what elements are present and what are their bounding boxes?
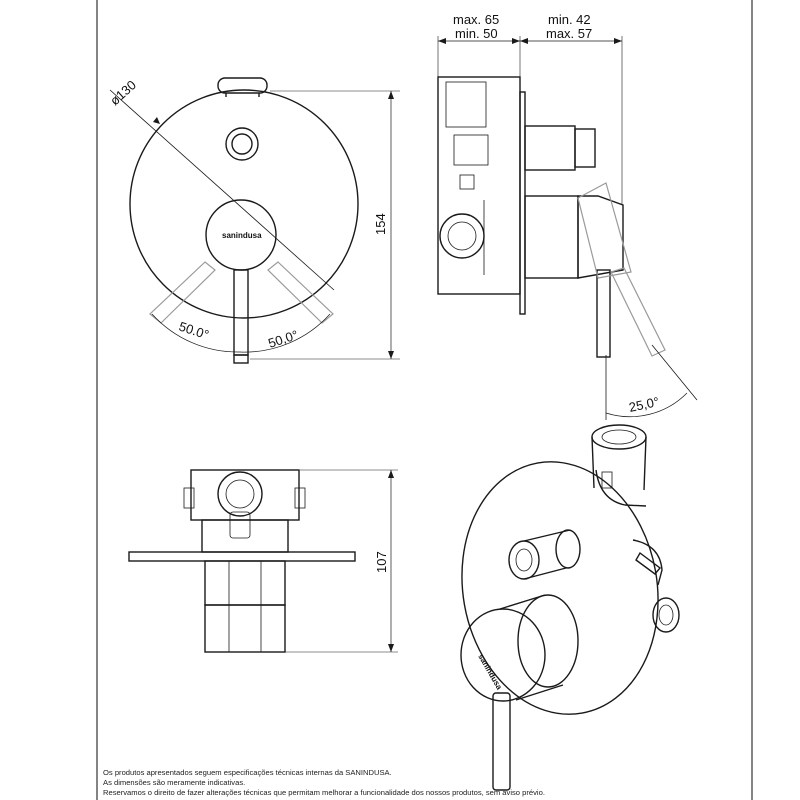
bottom-view	[128, 469, 398, 653]
dim107-arrow-top	[388, 470, 394, 478]
persp-diverter-back	[555, 529, 581, 569]
persp-top-inlet-rim	[591, 424, 647, 450]
front-lever-tip	[233, 354, 249, 364]
diameter-leader-line	[109, 89, 335, 291]
side-small-port	[459, 174, 475, 190]
persp-handle-sides	[499, 594, 564, 701]
side-diverter-body	[524, 125, 576, 171]
disclaimer-line: Reservamos o direito de fazer alterações…	[103, 788, 545, 797]
perspective-view	[460, 424, 680, 791]
persp-rosette	[461, 461, 659, 715]
side-wall-plate	[519, 91, 526, 315]
front-diverter-button-inner	[231, 133, 253, 155]
diameter-label: ø130	[107, 77, 139, 108]
front-brand-logo: sanindusa	[222, 231, 262, 240]
persp-diverter-front	[508, 540, 540, 580]
persp-side-pipe	[632, 539, 663, 586]
side-lever-ghost	[610, 267, 666, 357]
angle-arc-left	[151, 313, 241, 353]
side-lever	[596, 269, 611, 358]
front-lever-ghost-right	[267, 261, 334, 324]
angle-left-label: 50.0°	[177, 319, 211, 343]
lever-angle-label: 25,0°	[628, 394, 661, 415]
persp-top-inlet-walls	[591, 436, 647, 491]
side-handle-body	[524, 195, 579, 279]
side-body	[437, 76, 521, 295]
depth-min-label: min. 50	[455, 26, 498, 41]
bottom-body-mid	[201, 519, 289, 553]
dim154-arrow-bottom	[388, 351, 394, 359]
bottom-inlet-inner	[225, 479, 255, 509]
disclaimer-text: Os produtos apresentados seguem especifi…	[103, 768, 783, 798]
height-front-label: 154	[373, 213, 388, 235]
side-top-inlet	[445, 81, 487, 128]
dim107-arrow-bottom	[388, 644, 394, 652]
persp-lever	[492, 692, 511, 791]
side-view	[437, 36, 698, 420]
persp-bracket	[635, 551, 662, 575]
bottom-right-lug	[294, 487, 306, 509]
projection-max-label: max. 57	[546, 26, 592, 41]
persp-side-outlet-hole	[658, 604, 674, 626]
bottom-handle-body	[204, 560, 286, 606]
bottom-inlet-neck	[229, 511, 251, 539]
side-outlet-ring	[439, 213, 485, 259]
bottom-left-lug	[183, 487, 195, 509]
side-outlet-inner	[447, 221, 477, 251]
dim154-arrow-top	[388, 91, 394, 99]
front-lever-ghost-left	[149, 261, 216, 324]
bottom-inlet-ring	[217, 471, 263, 517]
projection-min-label: min. 42	[548, 12, 591, 27]
side-diverter-cap	[574, 128, 596, 168]
disclaimer-line: Os produtos apresentados seguem especifi…	[103, 768, 392, 777]
persp-side-outlet-rim	[652, 597, 680, 633]
depth-max-label: max. 65	[453, 12, 499, 27]
height-bottom-label: 107	[374, 551, 389, 573]
angle25-arc	[605, 392, 688, 418]
angle-right-label: 50,0°	[266, 327, 300, 351]
bottom-body-top	[190, 469, 300, 521]
persp-handle-back	[517, 594, 579, 688]
dim-top-arrow-4	[614, 38, 622, 44]
front-rosette-plate	[129, 89, 359, 319]
bottom-handle-head	[204, 604, 286, 653]
side-handle-head	[577, 195, 624, 279]
bottom-wall-plate	[128, 551, 356, 562]
side-handle-ghost	[577, 182, 632, 279]
persp-brand-logo: sanindusa	[476, 653, 504, 692]
diameter-arrow	[153, 117, 160, 124]
disclaimer-line: As dimensões são meramente indicativas.	[103, 778, 246, 787]
persp-diverter-inner	[515, 548, 533, 572]
dim-top-arrow-1	[438, 38, 446, 44]
angle25-ext-slant	[651, 344, 698, 401]
dim-top-arrow-3	[520, 38, 528, 44]
front-lever	[233, 269, 249, 356]
front-diverter-top	[217, 77, 268, 94]
persp-top-inlet-hole	[601, 429, 637, 445]
dim-top-arrow-2	[512, 38, 520, 44]
persp-handle-face	[460, 608, 546, 702]
side-cartridge-upper	[453, 134, 489, 166]
front-view	[109, 77, 400, 364]
angle-arc-right	[239, 313, 331, 353]
front-diverter-button-outer	[225, 127, 259, 161]
